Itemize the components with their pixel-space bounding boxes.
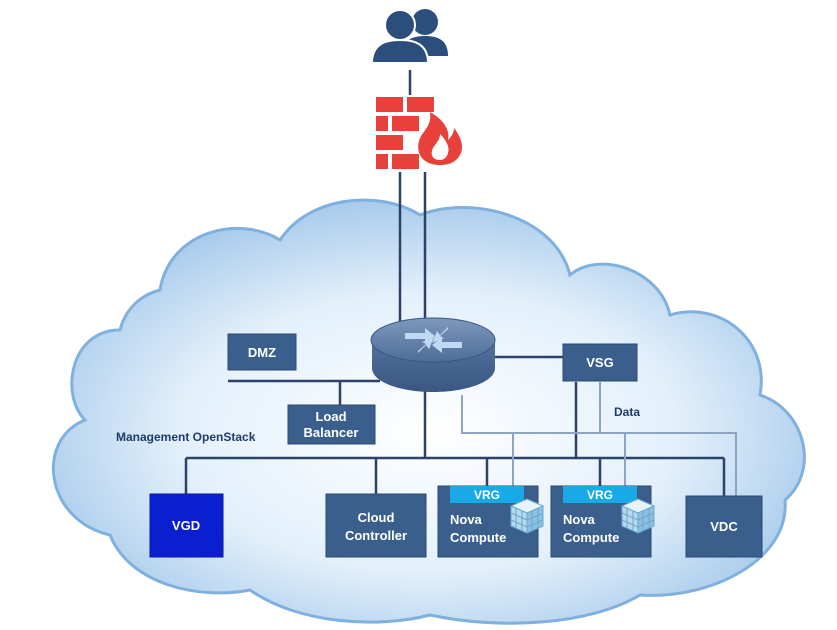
data-label: Data	[614, 405, 640, 419]
router-icon	[370, 317, 496, 392]
dmz-label: DMZ	[248, 345, 276, 360]
nova-label-line2-1: Compute	[450, 530, 506, 545]
vgd-node: VGD	[149, 493, 224, 558]
cloud-controller-label-line1: Cloud	[358, 510, 395, 525]
vsg-label: VSG	[586, 355, 613, 370]
cloud-shape	[51, 198, 806, 625]
cloud-controller-label-line2: Controller	[345, 528, 407, 543]
nova-compute-node-1: VRG Nova Compute	[437, 485, 545, 558]
vsg-node: VSG	[562, 343, 638, 382]
cube-icon	[620, 498, 656, 534]
load-balancer-label-line2: Balancer	[304, 425, 359, 440]
nova-compute-node-2: VRG Nova Compute	[550, 485, 656, 558]
users-icon	[370, 9, 448, 64]
vrg-label-1: VRG	[474, 488, 500, 502]
load-balancer-label-line1: Load	[315, 409, 346, 424]
dmz-node: DMZ	[227, 333, 297, 371]
cloud-controller-node: Cloud Controller	[325, 493, 427, 558]
connection-lines	[184, 70, 737, 496]
load-balancer-node: Load Balancer	[287, 404, 376, 445]
nova-label-line1-1: Nova	[450, 512, 483, 527]
vdc-label: VDC	[710, 519, 738, 534]
vgd-label: VGD	[172, 518, 200, 533]
vdc-node: VDC	[685, 495, 763, 558]
nova-label-line2-2: Compute	[563, 530, 619, 545]
cube-icon	[509, 498, 545, 534]
firewall-icon	[376, 97, 462, 169]
nova-label-line1-2: Nova	[563, 512, 596, 527]
vrg-label-2: VRG	[587, 488, 613, 502]
management-openstack-label: Management OpenStack	[116, 430, 256, 444]
